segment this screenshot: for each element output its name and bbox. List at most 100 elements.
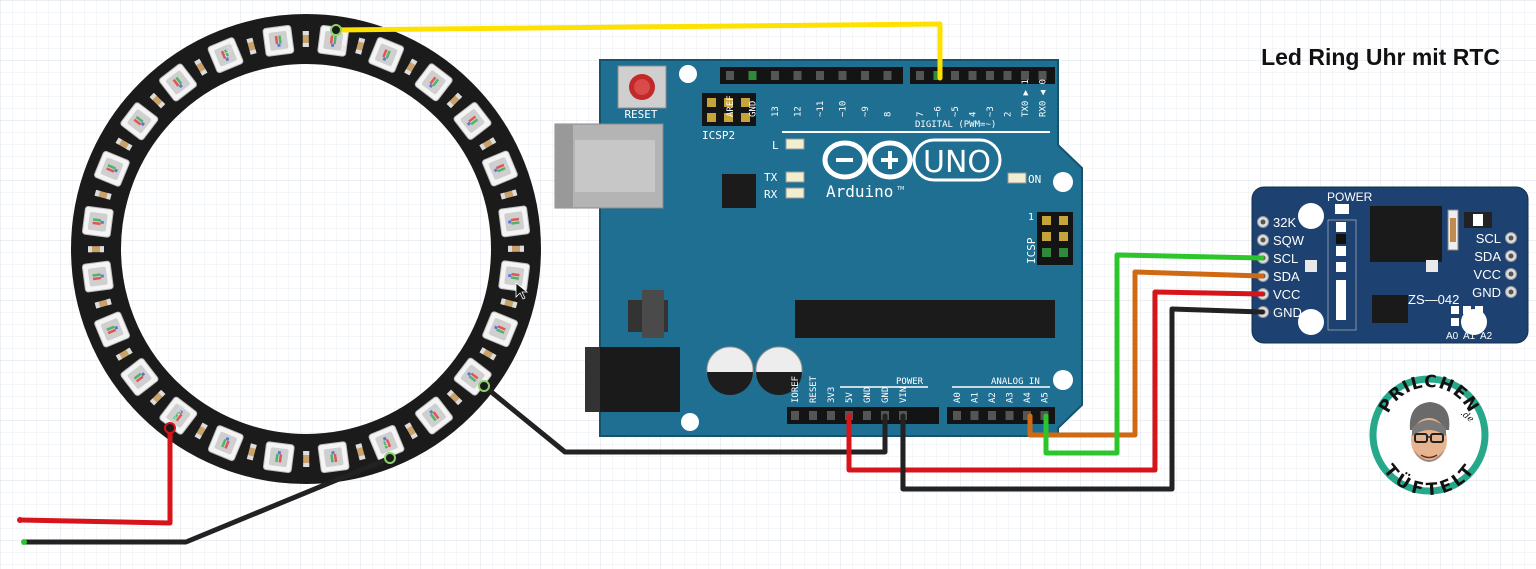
led-l-label: L bbox=[772, 139, 779, 152]
icsp2-pin bbox=[707, 98, 716, 107]
mouse-cursor-icon bbox=[515, 282, 529, 300]
icsp-label: ICSP bbox=[1025, 237, 1038, 264]
arduino-infinity-logo bbox=[822, 140, 913, 180]
header-pin[interactable] bbox=[861, 71, 869, 80]
rtc-mount-hole-2 bbox=[1298, 309, 1324, 335]
logo-face-illustration bbox=[1409, 402, 1450, 462]
icsp2-pin bbox=[741, 113, 750, 122]
rtc-pin-32k[interactable]: 32K bbox=[1257, 215, 1297, 230]
header-pin[interactable] bbox=[951, 71, 959, 80]
power-label: POWER bbox=[896, 377, 924, 387]
led-tx-label: TX bbox=[764, 171, 778, 184]
led-rx bbox=[785, 187, 805, 199]
rtc-pin-sqw[interactable]: SQW bbox=[1257, 233, 1305, 248]
header-pin[interactable] bbox=[771, 71, 779, 80]
pin-label: 3V3 bbox=[827, 387, 837, 403]
ring-led bbox=[120, 102, 159, 141]
header-pin[interactable] bbox=[1038, 71, 1047, 80]
ring-capacitor bbox=[303, 450, 310, 468]
ring-led bbox=[498, 260, 531, 293]
icsp-pin bbox=[1059, 248, 1068, 257]
header-pin[interactable] bbox=[1003, 71, 1012, 80]
header-pin[interactable] bbox=[809, 411, 817, 420]
ring-led bbox=[262, 24, 295, 57]
pin-label: 13 bbox=[771, 106, 781, 117]
ring-led bbox=[159, 63, 197, 102]
ring-capacitor bbox=[115, 137, 133, 151]
ring-led bbox=[81, 205, 114, 238]
pin-label: GND bbox=[749, 101, 759, 117]
header-pin[interactable] bbox=[883, 71, 892, 80]
ring-led bbox=[81, 260, 114, 293]
wire-ring-power-red bbox=[17, 425, 173, 526]
ring-led bbox=[159, 396, 198, 435]
header-pin[interactable] bbox=[1005, 411, 1014, 420]
rtc-pin-label: GND bbox=[1472, 285, 1501, 300]
rtc-pin-label: VCC bbox=[1474, 267, 1501, 282]
icsp2-pin bbox=[741, 98, 750, 107]
pin-label: ~6 bbox=[934, 106, 944, 117]
led-on-label: ON bbox=[1028, 173, 1041, 186]
icsp-pin bbox=[1059, 232, 1068, 241]
ring-led bbox=[415, 396, 453, 435]
header-pin[interactable] bbox=[1021, 71, 1029, 80]
pin-label: ~11 bbox=[816, 101, 826, 117]
ring-capacitor bbox=[446, 92, 463, 109]
header-pin[interactable] bbox=[986, 71, 994, 80]
rtc-pin-label: SCL bbox=[1476, 231, 1501, 246]
reset-button[interactable] bbox=[617, 65, 667, 109]
rtc-pin-label: SCL bbox=[1273, 251, 1298, 266]
header-pin[interactable] bbox=[726, 71, 734, 80]
header-pin[interactable] bbox=[838, 71, 847, 80]
header-pin[interactable] bbox=[916, 71, 924, 80]
header-pin[interactable] bbox=[793, 71, 802, 80]
ring-capacitor bbox=[479, 137, 497, 151]
rtc-pin-right-vcc[interactable]: VCC bbox=[1474, 267, 1517, 282]
rtc-pin-right-gnd[interactable]: GND bbox=[1472, 285, 1517, 300]
ring-capacitor bbox=[500, 189, 518, 200]
wire-rtc-vcc-red bbox=[846, 289, 1265, 473]
header-pin[interactable] bbox=[816, 71, 824, 80]
ring-led bbox=[368, 425, 405, 461]
pin-label: A2 bbox=[988, 392, 998, 403]
header-pin[interactable] bbox=[988, 411, 996, 420]
neopixel-ring: IN OUT PWR G bbox=[71, 14, 541, 484]
pin-label: IOREF bbox=[791, 376, 801, 403]
header-pin[interactable] bbox=[1023, 411, 1031, 420]
arduino-brand: Arduino bbox=[826, 182, 893, 201]
wires bbox=[17, 21, 1265, 545]
rtc-pin-label: SDA bbox=[1273, 269, 1300, 284]
icsp-pin bbox=[1042, 248, 1051, 257]
ring-capacitor bbox=[404, 422, 418, 440]
header-pin[interactable] bbox=[968, 71, 977, 80]
rtc-pin-right-sda[interactable]: SDA bbox=[1474, 249, 1517, 264]
rtc-mount-hole-1 bbox=[1298, 203, 1324, 229]
header-pin[interactable] bbox=[970, 411, 979, 420]
led-l bbox=[785, 138, 805, 150]
rtc-addr-label: A0 bbox=[1446, 331, 1459, 342]
header-pin[interactable] bbox=[953, 411, 961, 420]
pin-label: 12 bbox=[794, 106, 804, 117]
header-pin[interactable] bbox=[863, 411, 871, 420]
pin-label: A4 bbox=[1023, 392, 1033, 403]
rtc-chip-ds3231 bbox=[1370, 206, 1442, 262]
rtc-pin-right-scl[interactable]: SCL bbox=[1476, 231, 1517, 246]
icsp2-pin bbox=[724, 113, 733, 122]
pin-label: GND bbox=[881, 387, 891, 403]
digital-header-right bbox=[910, 67, 1055, 84]
wire-ring-ground-black bbox=[21, 455, 393, 545]
ring-capacitor bbox=[149, 389, 166, 406]
rtc-pin-label: VCC bbox=[1273, 287, 1300, 302]
capacitor-2 bbox=[755, 346, 803, 395]
led-tx bbox=[785, 171, 805, 183]
ring-capacitor bbox=[355, 443, 366, 461]
header-pin[interactable] bbox=[791, 411, 799, 420]
header-pin[interactable] bbox=[748, 71, 757, 80]
power-jack bbox=[585, 347, 680, 412]
pin-label: ~10 bbox=[839, 101, 849, 117]
rtc-pin-label: GND bbox=[1273, 305, 1302, 320]
ring-capacitor bbox=[94, 189, 112, 200]
header-pin[interactable] bbox=[827, 411, 835, 420]
